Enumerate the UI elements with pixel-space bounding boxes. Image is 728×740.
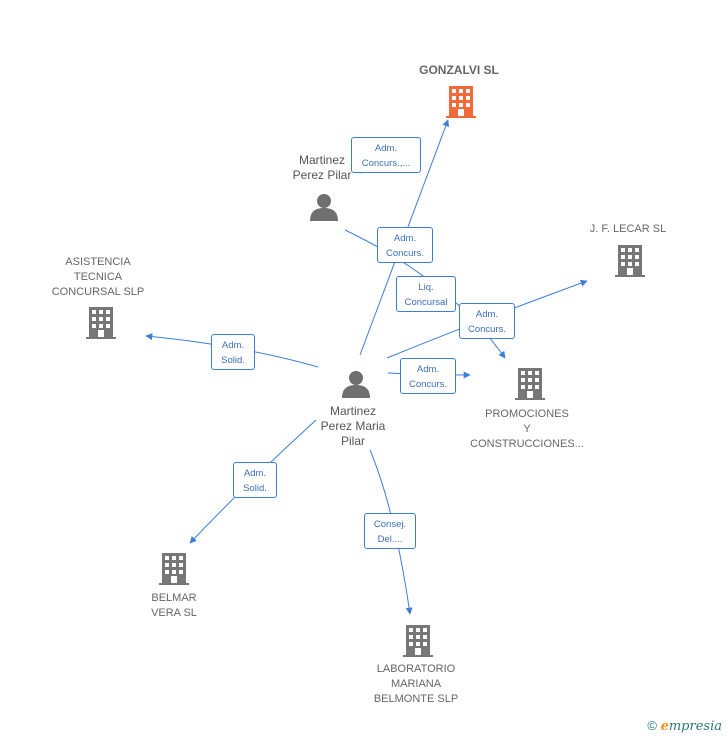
edge-label-e2[interactable]: Adm. Concurs.	[377, 227, 433, 263]
node-label-laboratorio[interactable]: LABORATORIO MARIANA BELMONTE SLP	[373, 663, 459, 705]
brand-logo: empresia	[660, 719, 722, 734]
edge-label-e4[interactable]: Adm. Concurs.	[459, 303, 515, 339]
building-icon	[86, 307, 116, 339]
edge-label-e3[interactable]: Liq. Concursal	[396, 276, 456, 312]
node-label-asistencia[interactable]: ASISTENCIA TECNICA CONCURSAL SLP	[51, 256, 145, 298]
node-label-belmar[interactable]: BELMAR VERA SL	[151, 592, 197, 619]
node-label-pilar1[interactable]: Martinez Perez Pilar	[292, 153, 352, 182]
node-label-lecar[interactable]: J. F. LECAR SL	[589, 223, 667, 235]
person-icon	[310, 194, 338, 221]
person-icon	[342, 371, 370, 398]
edge-label-e5[interactable]: Adm. Concurs.	[400, 358, 456, 394]
edge-label-e1[interactable]: Adm. Concurs.,...	[351, 137, 421, 173]
building-icon	[403, 625, 433, 657]
node-label-promociones[interactable]: PROMOCIONES Y CONSTRUCCIONES...	[470, 408, 584, 450]
edge-label-e8[interactable]: Consej. Del....	[364, 513, 416, 549]
building-icon	[515, 368, 545, 400]
building-icon	[159, 553, 189, 585]
empresia-watermark: © empresia	[647, 718, 722, 734]
copyright-icon: ©	[647, 718, 657, 733]
node-label-gonzalvi[interactable]: GONZALVI SL	[419, 63, 499, 77]
edge-label-e7[interactable]: Adm. Solid.	[233, 462, 277, 498]
main-company-icon	[446, 86, 476, 118]
node-label-pilar2[interactable]: Martinez Perez Maria Pilar	[320, 404, 386, 448]
building-icon	[615, 245, 645, 277]
edge-label-e6[interactable]: Adm. Solid.	[211, 334, 255, 370]
